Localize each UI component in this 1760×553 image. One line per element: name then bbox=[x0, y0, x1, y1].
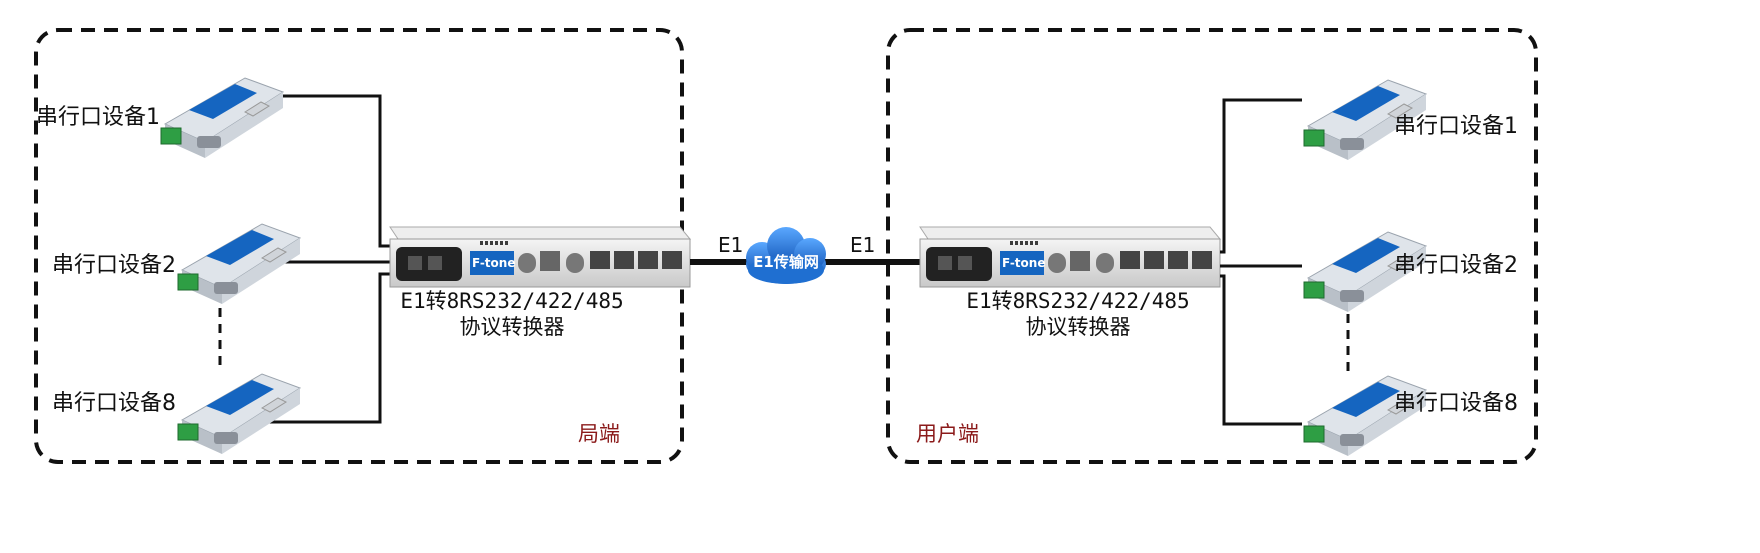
left-device-8-label: 串行口设备8 bbox=[52, 391, 176, 416]
left-device-2-label: 串行口设备2 bbox=[52, 253, 176, 278]
right-converter bbox=[919, 226, 1221, 288]
right-zone-label: 用户端 bbox=[916, 422, 979, 446]
right-converter-caption-1: E1转8RS232/422/485 bbox=[966, 289, 1189, 313]
right-device-1-label: 串行口设备1 bbox=[1394, 114, 1518, 139]
left-converter-caption-1: E1转8RS232/422/485 bbox=[400, 289, 623, 313]
left-serial-device-1 bbox=[160, 77, 284, 159]
left-e1-label: E1 bbox=[718, 233, 743, 257]
e1-network-label: E1传输网 bbox=[753, 253, 819, 271]
right-e1-label: E1 bbox=[850, 233, 875, 257]
right-converter-brand: F-tone bbox=[1002, 256, 1045, 270]
e1-network-cloud bbox=[746, 227, 826, 284]
left-device-1-label: 串行口设备1 bbox=[36, 105, 160, 130]
right-converter-caption-2: 协议转换器 bbox=[1026, 315, 1131, 339]
left-converter bbox=[389, 226, 691, 288]
left-converter-brand: F-tone bbox=[472, 256, 515, 270]
right-wiring bbox=[1220, 98, 1302, 426]
left-converter-caption-2: 协议转换器 bbox=[460, 315, 565, 339]
left-serial-device-8 bbox=[177, 373, 301, 455]
right-zone-border bbox=[886, 28, 1538, 464]
right-device-8-label: 串行口设备8 bbox=[1394, 391, 1518, 416]
left-zone-label: 局端 bbox=[578, 422, 620, 446]
right-device-2-label: 串行口设备2 bbox=[1394, 253, 1518, 278]
